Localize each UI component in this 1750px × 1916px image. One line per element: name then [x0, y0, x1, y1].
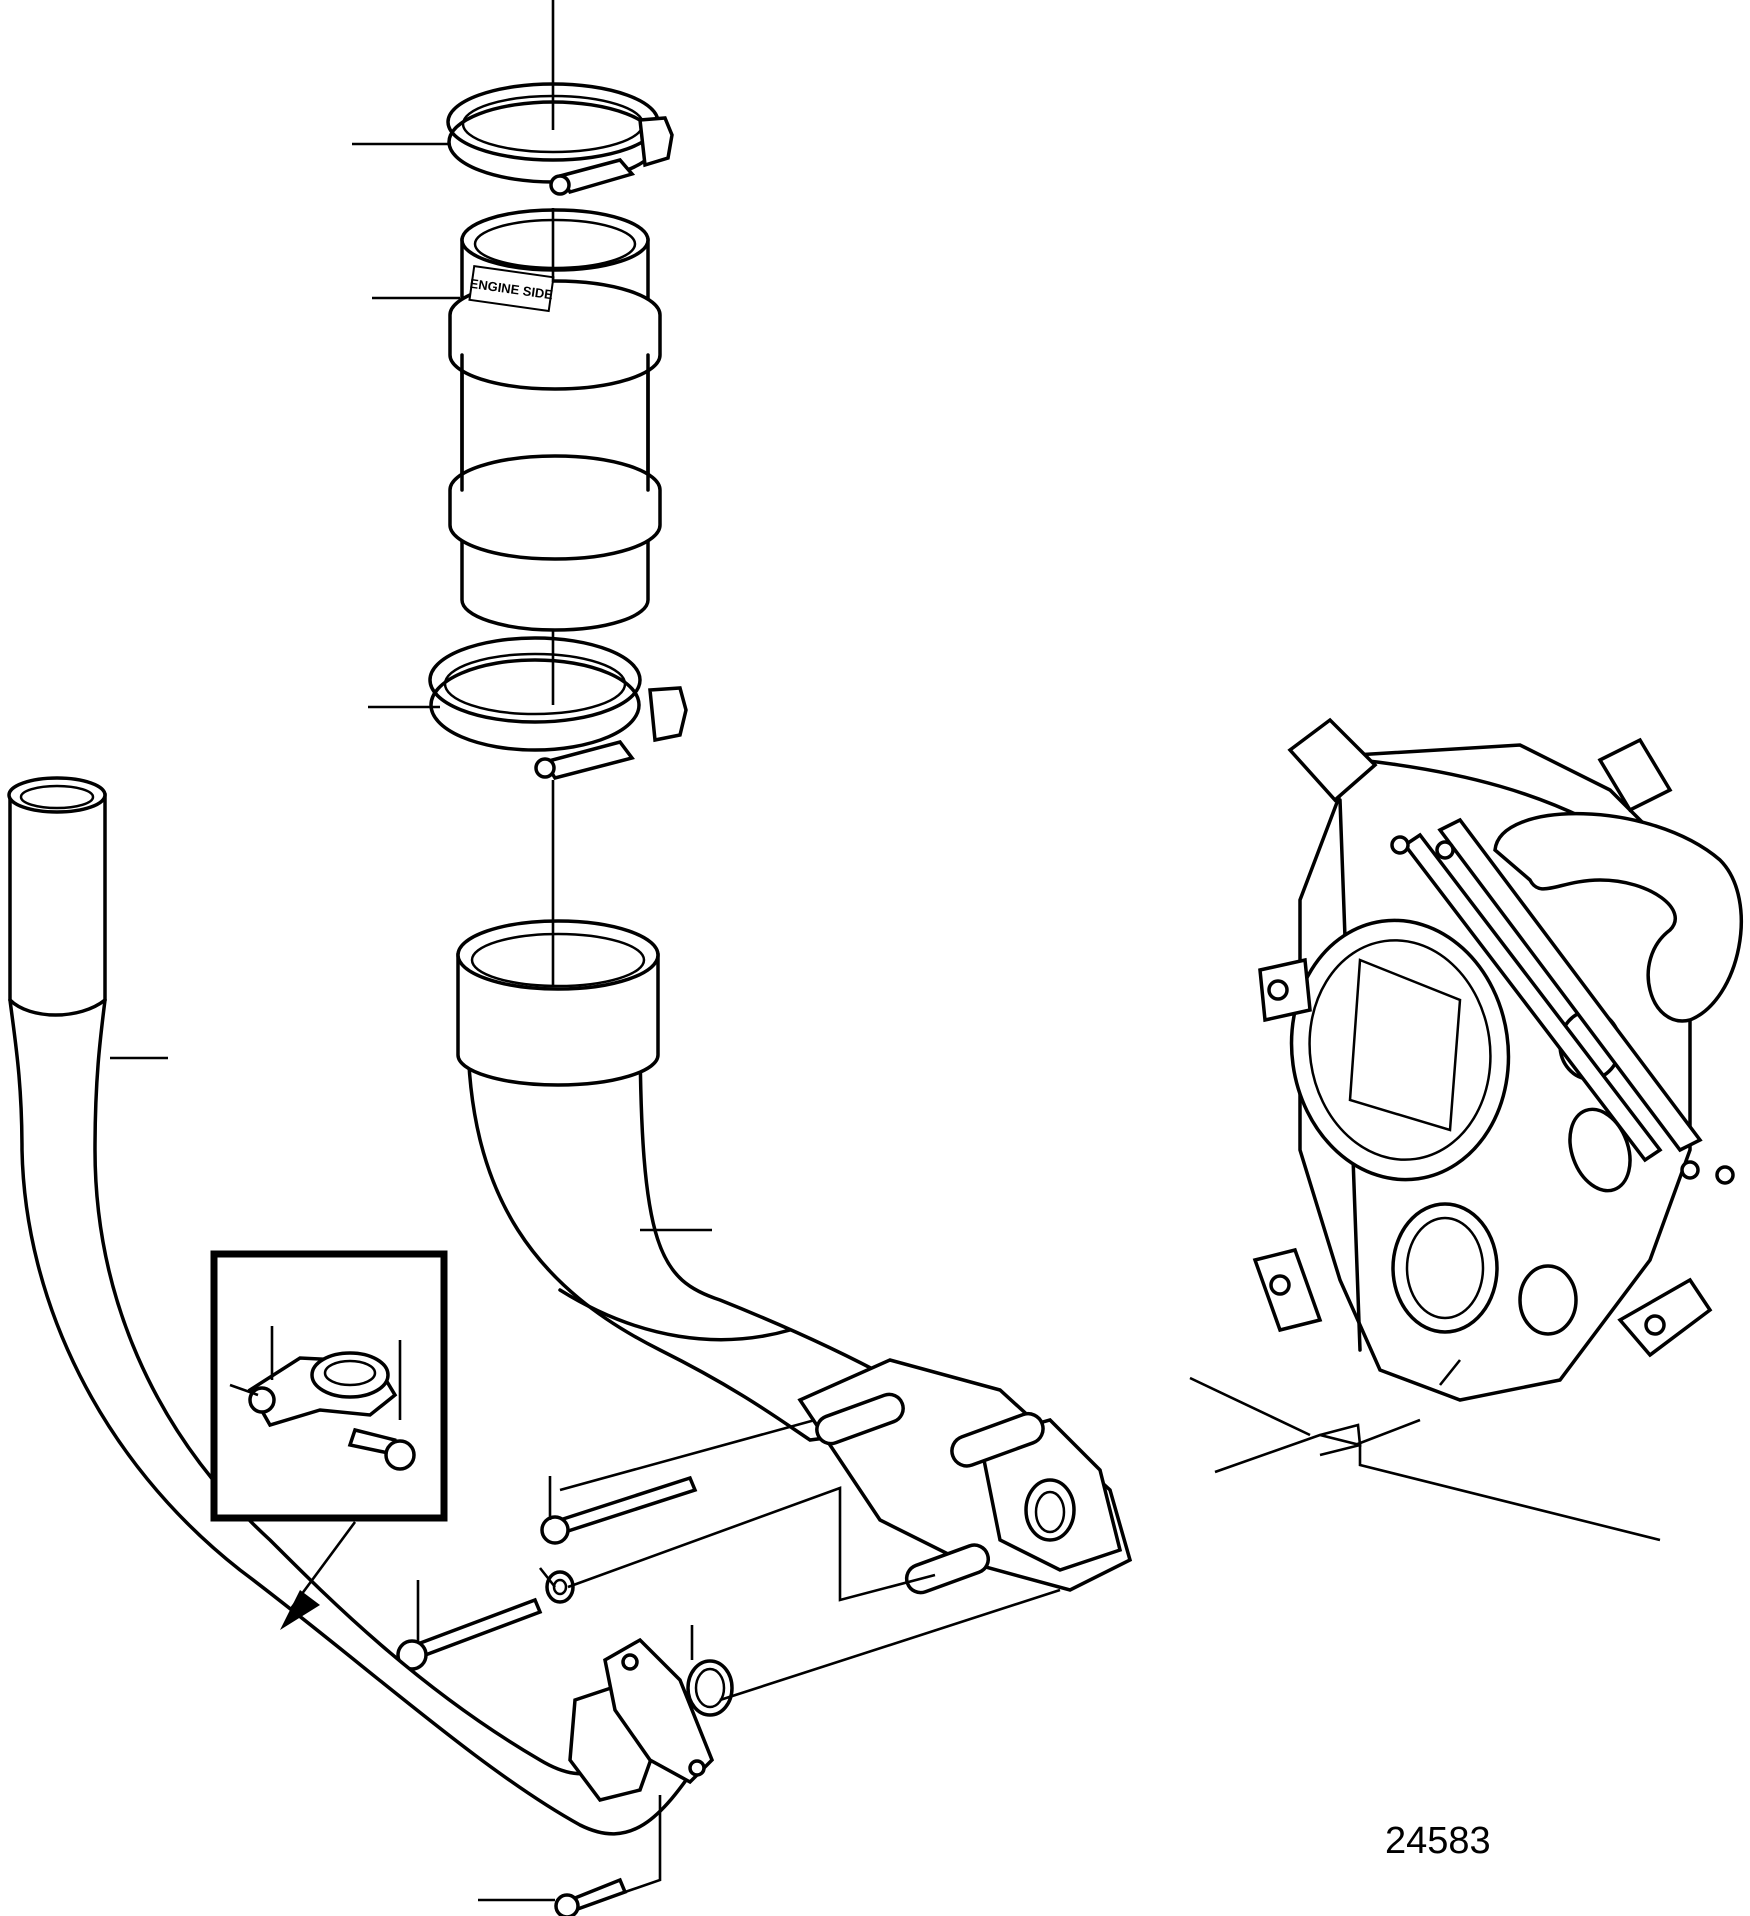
pipe-flange [603, 1637, 715, 1785]
detail-pointer-arrowhead [280, 1590, 320, 1630]
figure-number: 24583 [1385, 1820, 1491, 1862]
exhaust-elbow-pipe [456, 919, 965, 1442]
washer [545, 1570, 575, 1604]
lower-hose-clamp [428, 636, 688, 781]
upper-mounting-bolt [540, 1475, 698, 1545]
rubber-hose: ENGINE SIDE [448, 208, 662, 632]
upper-hose-clamp [446, 82, 674, 196]
gasket-o-ring [686, 1659, 734, 1717]
engine-side-tag: ENGINE SIDE [468, 265, 555, 313]
engine-rear-housing [1252, 717, 1743, 1402]
detail-inset-box [210, 1250, 448, 1522]
engine-mount-reference [1189, 1376, 1661, 1542]
elbow-flange-bracket [797, 1358, 1133, 1595]
leader-lines [110, 0, 1462, 1902]
flange-screw [554, 1877, 628, 1916]
